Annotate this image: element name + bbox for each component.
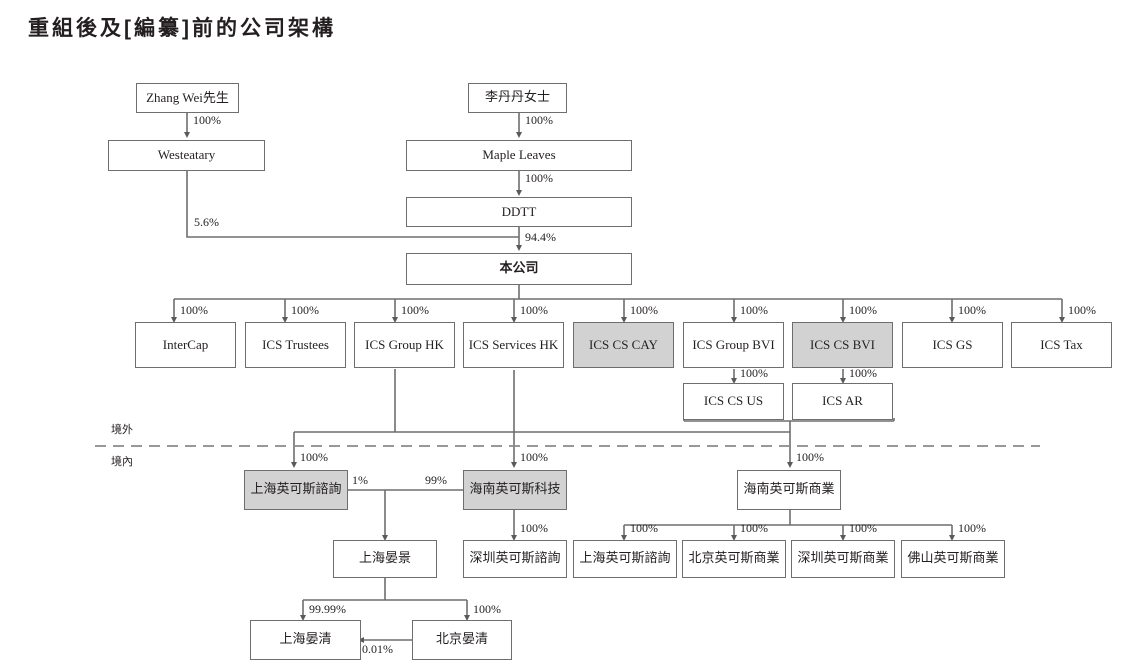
node-label: 深圳英可斯商業 xyxy=(797,550,889,566)
edge-label-to-hainan-tech: 100% xyxy=(520,450,548,464)
node-intercap[interactable]: InterCap xyxy=(135,322,236,368)
node-label: ICS GS xyxy=(932,336,973,352)
node-label: ICS CS US xyxy=(703,393,764,409)
edge-label-zhangwei-westeatary: 100% xyxy=(193,113,221,127)
edge-label-hncommerce-beijing: 100% xyxy=(740,521,768,535)
node-maple-leaves[interactable]: Maple Leaves xyxy=(406,140,632,171)
edge-label-shconsulting-yanjing: 1% xyxy=(352,473,368,487)
node-label: 上海晏清 xyxy=(279,631,332,647)
node-beijing-yanqing[interactable]: 北京晏清 xyxy=(412,620,512,660)
edge-label-company-icsgs: 100% xyxy=(958,303,986,317)
node-shanghai-yanjing[interactable]: 上海晏景 xyxy=(333,540,437,578)
node-foshan-commerce[interactable]: 佛山英可斯商業 xyxy=(901,540,1005,578)
node-ddtt[interactable]: DDTT xyxy=(406,197,632,227)
node-ics-tax[interactable]: ICS Tax xyxy=(1011,322,1112,368)
zone-onshore-text: 境內 xyxy=(111,455,133,468)
node-ics-ar[interactable]: ICS AR xyxy=(792,383,893,420)
edge-label-hainantech-yanjing: 99% xyxy=(425,473,447,487)
node-label: 上海英可斯諮詢 xyxy=(579,550,671,566)
node-label: 北京晏清 xyxy=(435,631,488,647)
zone-offshore-text: 境外 xyxy=(111,423,133,436)
node-shanghai-consulting[interactable]: 上海英可斯諮詢 xyxy=(244,470,348,510)
node-label: 深圳英可斯諮詢 xyxy=(469,550,561,566)
zone-label-offshore: 境外 xyxy=(111,421,133,437)
node-label: Maple Leaves xyxy=(482,147,556,163)
node-ics-cs-cay[interactable]: ICS CS CAY xyxy=(573,322,674,368)
edge-label-hncommerce-shenzhen: 100% xyxy=(849,521,877,535)
node-label: ICS AR xyxy=(822,393,863,409)
node-label: ICS Group BVI xyxy=(692,336,775,352)
node-label: 本公司 xyxy=(499,260,539,276)
edge-label-hncommerce-shanghai-consulting2: 100% xyxy=(630,521,658,535)
edge-label-westeatary-company: 5.6% xyxy=(194,215,219,229)
edge-label-company-icsserviceshk: 100% xyxy=(520,303,548,317)
node-beijing-commerce[interactable]: 北京英可斯商業 xyxy=(682,540,786,578)
node-label: 上海晏景 xyxy=(358,550,411,566)
node-label: ICS Tax xyxy=(1040,336,1083,352)
node-label: ICS CS CAY xyxy=(589,336,658,352)
node-label: 北京英可斯商業 xyxy=(688,550,780,566)
node-ics-trustees[interactable]: ICS Trustees xyxy=(245,322,346,368)
edge-label-icscsbvi-icsar: 100% xyxy=(849,366,877,380)
edge-label-to-shanghai-consulting: 100% xyxy=(300,450,328,464)
zone-label-onshore: 境內 xyxy=(111,453,133,469)
node-label: ICS Trustees xyxy=(262,336,329,352)
node-shenzhen-commerce[interactable]: 深圳英可斯商業 xyxy=(791,540,895,578)
edge-label-to-hainan-commerce: 100% xyxy=(796,450,824,464)
edge-label-yanjing-beijing-yanqing: 100% xyxy=(473,602,501,616)
node-shenzhen-consulting[interactable]: 深圳英可斯諮詢 xyxy=(463,540,567,578)
node-zhang-wei[interactable]: Zhang Wei先生 xyxy=(136,83,239,113)
node-hainan-commerce[interactable]: 海南英可斯商業 xyxy=(737,470,841,510)
node-label: ICS Group HK xyxy=(365,336,444,352)
node-li-dandan[interactable]: 李丹丹女士 xyxy=(468,83,567,113)
edge-label-hainantech-shenzhen-consulting: 100% xyxy=(520,521,548,535)
edge-label-ddtt-company: 94.4% xyxy=(525,230,556,244)
node-ics-gs[interactable]: ICS GS xyxy=(902,322,1003,368)
edge-label-company-icscsbvi: 100% xyxy=(849,303,877,317)
edge-label-company-icsgroupbvi: 100% xyxy=(740,303,768,317)
node-westeatary[interactable]: Westeatary xyxy=(108,140,265,171)
node-shanghai-consulting-2[interactable]: 上海英可斯諮詢 xyxy=(573,540,677,578)
edge-label-company-icstax: 100% xyxy=(1068,303,1096,317)
node-ics-cs-us[interactable]: ICS CS US xyxy=(683,383,784,420)
edge-label-company-icsgrouphk: 100% xyxy=(401,303,429,317)
edge-label-company-intercap: 100% xyxy=(180,303,208,317)
edge-label-lidandan-maple: 100% xyxy=(525,113,553,127)
node-label: Zhang Wei先生 xyxy=(146,89,229,105)
node-label: ICS CS BVI xyxy=(809,336,876,352)
node-label: 佛山英可斯商業 xyxy=(907,550,999,566)
page-title: 重組後及[編纂]前的公司架構 xyxy=(28,17,336,40)
node-ics-group-bvi[interactable]: ICS Group BVI xyxy=(683,322,784,368)
node-ics-group-hk[interactable]: ICS Group HK xyxy=(354,322,455,368)
node-label: 海南英可斯科技 xyxy=(469,481,561,497)
node-label: 海南英可斯商業 xyxy=(743,481,835,497)
node-label: 李丹丹女士 xyxy=(484,89,550,105)
edge-label-hncommerce-foshan: 100% xyxy=(958,521,986,535)
edge-label-icsgroupbvi-icscsus: 100% xyxy=(740,366,768,380)
node-shanghai-yanqing[interactable]: 上海晏清 xyxy=(250,620,361,660)
node-label: Westeatary xyxy=(157,147,216,163)
node-ics-services-hk[interactable]: ICS Services HK xyxy=(463,322,564,368)
edge-label-company-icstrustees: 100% xyxy=(291,303,319,317)
node-label: ICS Services HK xyxy=(468,336,559,352)
edge-label-yanjing-shanghai-yanqing: 99.99% xyxy=(309,602,346,616)
node-company[interactable]: 本公司 xyxy=(406,253,632,285)
edge-label-maple-ddtt: 100% xyxy=(525,171,553,185)
node-label: 上海英可斯諮詢 xyxy=(250,481,342,497)
node-ics-cs-bvi[interactable]: ICS CS BVI xyxy=(792,322,893,368)
edge-label-company-icscscay: 100% xyxy=(630,303,658,317)
edge-label-beijingyanqing-shanghaiyanqing: 0.01% xyxy=(362,642,393,656)
node-hainan-tech[interactable]: 海南英可斯科技 xyxy=(463,470,567,510)
node-label: DDTT xyxy=(501,203,537,219)
node-label: InterCap xyxy=(162,336,209,352)
